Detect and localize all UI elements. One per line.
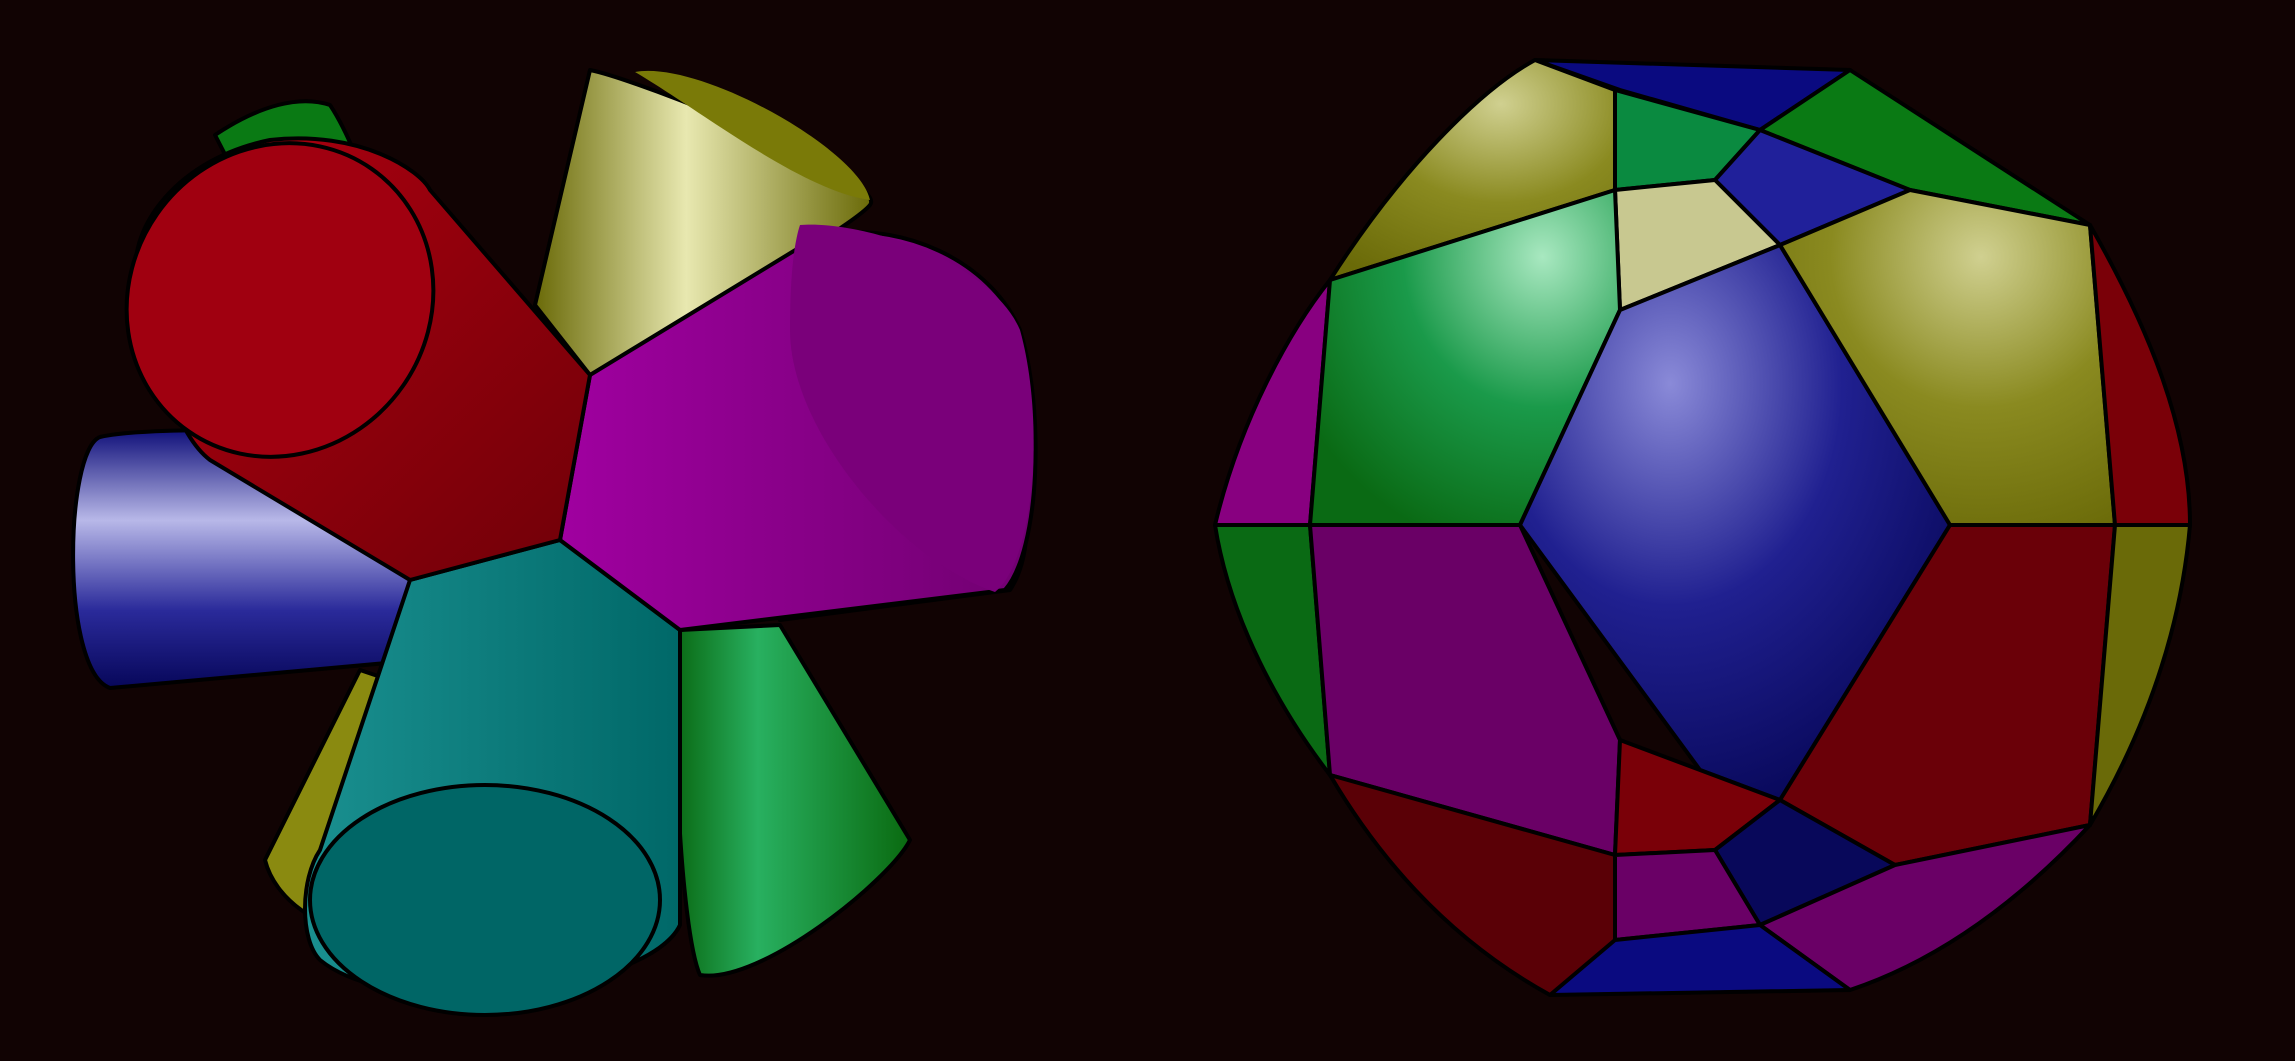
polyhedral-ball: [1215, 60, 2190, 995]
green-cone: [676, 625, 910, 976]
cyan-cone-base: [310, 785, 660, 1015]
cone-cluster: [65, 70, 1035, 1015]
